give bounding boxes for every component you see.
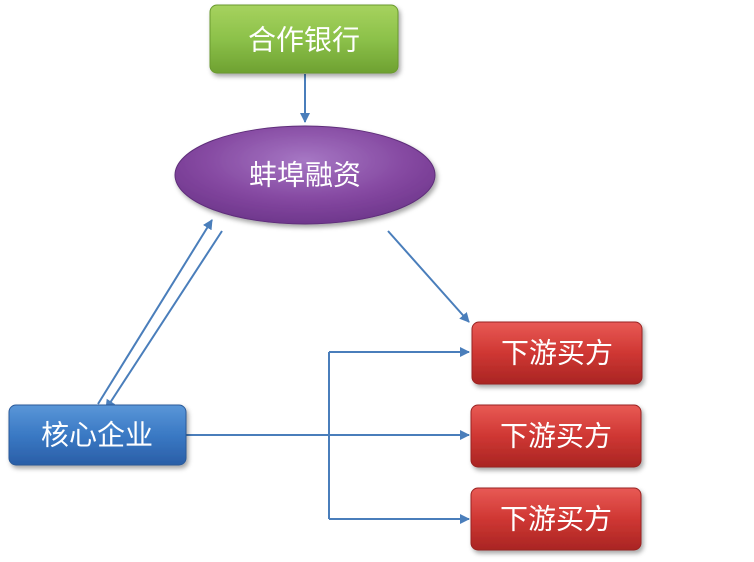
node-downstream-buyer-2: 下游买方 bbox=[470, 404, 642, 468]
node-bengbu-financing: 蚌埠融资 bbox=[174, 125, 436, 225]
connectors bbox=[97, 74, 470, 524]
node-downstream-buyer-1-box bbox=[471, 321, 643, 385]
node-cooperative-bank-box bbox=[209, 4, 399, 74]
node-bengbu-financing-ellipse bbox=[174, 125, 436, 225]
arrow-financing-to-core bbox=[105, 230, 223, 410]
node-cooperative-bank: 合作银行 bbox=[209, 4, 399, 74]
arrow-financing-to-buyer-1 bbox=[387, 230, 470, 323]
node-downstream-buyer-3: 下游买方 bbox=[470, 487, 642, 551]
node-core-enterprise: 核心企业 bbox=[8, 404, 187, 466]
node-downstream-buyer-1: 下游买方 bbox=[471, 321, 643, 385]
node-core-enterprise-box bbox=[8, 404, 187, 466]
node-downstream-buyer-2-label: 下游买方 bbox=[500, 420, 612, 453]
node-downstream-buyer-3-label: 下游买方 bbox=[500, 503, 612, 536]
node-downstream-buyer-3-box bbox=[470, 487, 642, 551]
arrow-core-to-financing bbox=[97, 219, 213, 405]
node-bengbu-financing-label: 蚌埠融资 bbox=[249, 159, 361, 192]
node-downstream-buyer-1-label: 下游买方 bbox=[501, 337, 613, 370]
node-cooperative-bank-label: 合作银行 bbox=[248, 24, 360, 57]
node-downstream-buyer-2-box bbox=[470, 404, 642, 468]
node-core-enterprise-label: 核心企业 bbox=[41, 419, 153, 452]
